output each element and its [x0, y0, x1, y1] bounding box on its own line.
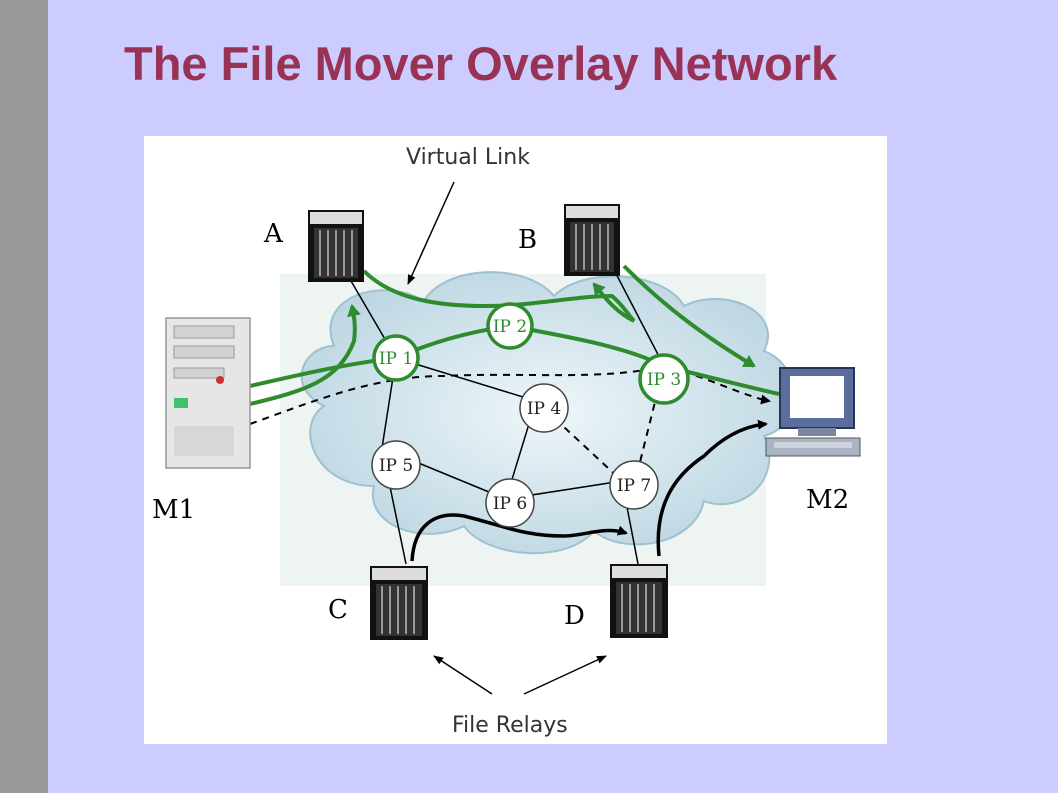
machine-m1-tower-icon: [165, 317, 251, 469]
relay-server-c-icon: [370, 566, 428, 640]
relay-c-label: C: [328, 595, 348, 625]
overlay-network-diagram: IP 1 IP 2 IP 3 IP 4 IP 5 IP 6 IP 7: [144, 136, 887, 744]
ip-node-6: IP 6: [485, 478, 535, 528]
machine-m2-workstation-icon: [765, 367, 861, 457]
relay-a-label: A: [263, 219, 284, 249]
file-relays-label: File Relays: [452, 713, 568, 738]
slide-title: The File Mover Overlay Network: [124, 37, 838, 90]
relay-d-label: D: [564, 601, 585, 631]
ip-node-3: IP 3: [638, 353, 690, 405]
ip-node-5: IP 5: [371, 440, 421, 490]
relay-server-a-icon: [308, 210, 364, 282]
ip-node-label: IP 4: [527, 399, 561, 419]
ip-node-label: IP 7: [617, 476, 651, 496]
virtual-link-label: Virtual Link: [406, 145, 530, 170]
ip-node-1: IP 1: [372, 334, 420, 382]
relay-path: [410, 419, 768, 562]
relay-b-label: B: [518, 225, 537, 255]
ip-node-2: IP 2: [486, 302, 534, 350]
ip-node-label: IP 1: [379, 349, 413, 369]
ip-node-label: IP 5: [379, 456, 413, 476]
ip-node-label: IP 2: [493, 317, 527, 337]
ip-node-label: IP 6: [493, 494, 527, 514]
ip-node-4: IP 4: [519, 383, 569, 433]
relay-server-d-icon: [610, 564, 668, 638]
side-bar: [0, 0, 48, 793]
machine-m2-label: M2: [806, 485, 849, 515]
relay-server-b-icon: [564, 204, 620, 276]
ip-node-7: IP 7: [609, 460, 659, 510]
machine-m1-label: M1: [152, 495, 195, 525]
ip-node-label: IP 3: [647, 370, 681, 390]
callout-arrows: [407, 181, 607, 695]
